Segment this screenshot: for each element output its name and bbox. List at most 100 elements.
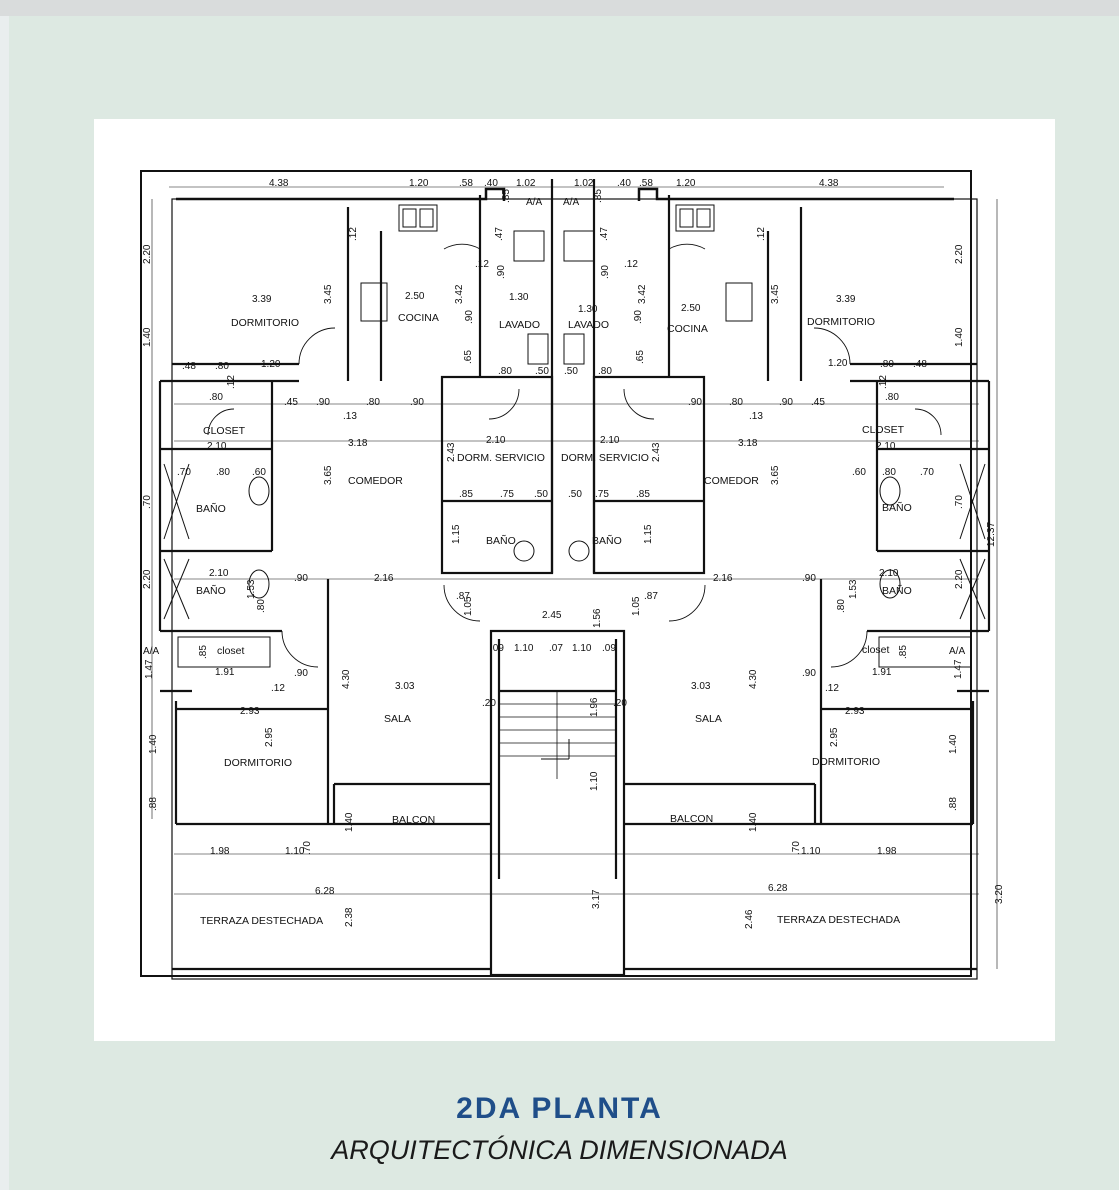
dim-label: .90 <box>633 310 644 324</box>
room-labels: DORMITORIO DORMITORIO COCINA COCINA LAVA… <box>143 197 965 927</box>
dim-label: 2.20 <box>954 244 965 264</box>
dim-label: 3.42 <box>454 284 465 304</box>
dim-label: .12 <box>878 375 889 389</box>
dim-label: .90 <box>496 265 507 279</box>
dim-label: 3.39 <box>252 294 272 305</box>
room-label-lavado-left: LAVADO <box>499 319 540 331</box>
fixtures <box>163 204 986 760</box>
dim-label: 1.40 <box>748 812 759 832</box>
dim-label: 1.20 <box>409 178 429 189</box>
aa-label-2: A/A <box>563 197 579 208</box>
dim-label: 1.05 <box>463 596 474 616</box>
room-label-bano-right-lower: BAÑO <box>882 584 912 597</box>
dim-label: 3.65 <box>323 465 334 485</box>
dim-label: .70 <box>791 841 802 855</box>
dim-label: 2.38 <box>344 907 355 927</box>
dim-label: .12 <box>271 683 285 694</box>
dim-label: .45 <box>284 397 298 408</box>
dim-label: 2.20 <box>954 569 965 589</box>
aa-label-1: A/A <box>526 197 542 208</box>
dim-label: .60 <box>852 467 866 478</box>
dim-label: 2.50 <box>681 303 701 314</box>
dim-label: 2.45 <box>542 610 562 621</box>
stair-treads <box>499 691 616 779</box>
dim-label: .80 <box>598 366 612 377</box>
dim-label: 1.40 <box>948 734 959 754</box>
dimension-lines <box>151 186 998 969</box>
room-label-bano-left-lower: BAÑO <box>196 584 226 597</box>
dim-label: 3.03 <box>395 681 415 692</box>
dim-label: .12 <box>624 259 638 270</box>
dim-label: .47 <box>599 227 610 241</box>
dim-label: .80 <box>209 392 223 403</box>
dim-label: .65 <box>635 350 646 364</box>
dim-label: .58 <box>459 178 473 189</box>
dim-label: 1.10 <box>589 771 600 791</box>
dim-label: .12 <box>348 227 359 241</box>
dim-label: 1.56 <box>592 608 603 628</box>
dim-label: .85 <box>459 489 473 500</box>
dim-label: .75 <box>595 489 609 500</box>
dim-label: 3.20 <box>994 884 1005 904</box>
dim-label: 2.20 <box>142 569 153 589</box>
dim-label: .70 <box>954 495 965 509</box>
dim-label: .65 <box>463 350 474 364</box>
room-label-dormitorio-se: DORMITORIO <box>812 756 880 768</box>
room-label-balcon-left: BALCON <box>392 814 435 826</box>
dim-label: 1.10 <box>572 643 592 654</box>
dim-label: .87 <box>644 591 658 602</box>
floor-plan-card: DORMITORIO DORMITORIO COCINA COCINA LAVA… <box>94 119 1055 1041</box>
dim-label: 1.53 <box>848 579 859 599</box>
dim-label: 3.17 <box>591 889 602 909</box>
dim-label: .90 <box>600 265 611 279</box>
dim-label: .80 <box>880 359 894 370</box>
dim-label: .80 <box>729 397 743 408</box>
dim-label: 2.46 <box>744 909 755 929</box>
window-top-strip <box>0 0 1119 16</box>
dim-label: 1.96 <box>589 697 600 717</box>
dim-label: 1.20 <box>828 358 848 369</box>
dim-label: .88 <box>148 797 159 811</box>
room-label-closet-lower-right: closet <box>862 644 890 656</box>
dim-label: 6.28 <box>315 886 335 897</box>
dim-label: 1.05 <box>631 596 642 616</box>
dim-label: 1.40 <box>344 812 355 832</box>
dim-label: 3.45 <box>323 284 334 304</box>
dim-label: 1.53 <box>246 579 257 599</box>
room-label-sala-right: SALA <box>695 713 722 725</box>
dim-label: .70 <box>142 495 153 509</box>
dim-label: .80 <box>836 599 847 613</box>
dim-label: 6.28 <box>768 883 788 894</box>
dim-label: .90 <box>802 668 816 679</box>
dim-label: 1.47 <box>953 659 964 679</box>
dim-label: .70 <box>302 841 313 855</box>
dim-label: .85 <box>501 189 512 203</box>
room-label-dorm-servicio-left: DORM. SERVICIO <box>457 452 545 464</box>
dim-label: .50 <box>564 366 578 377</box>
dim-label: .60 <box>252 467 266 478</box>
plan-subtitle: ARQUITECTÓNICA DIMENSIONADA <box>331 1135 788 1165</box>
room-label-dormitorio-ne: DORMITORIO <box>807 316 875 328</box>
dim-label: 4.30 <box>748 669 759 689</box>
dim-label: .80 <box>215 361 229 372</box>
dim-label: .09 <box>490 643 504 654</box>
dim-label: 3.65 <box>770 465 781 485</box>
room-label-lavado-right: LAVADO <box>568 319 609 331</box>
dim-label: 2.10 <box>600 435 620 446</box>
dim-label: 2.43 <box>446 442 457 462</box>
dim-label: .90 <box>802 573 816 584</box>
dim-label: 2.16 <box>713 573 733 584</box>
dim-label: .87 <box>456 591 470 602</box>
dim-label: .90 <box>779 397 793 408</box>
room-label-bano-left-upper: BAÑO <box>196 502 226 515</box>
dim-label: .80 <box>885 392 899 403</box>
plan-title: 2DA PLANTA <box>456 1092 663 1125</box>
dim-label: .20 <box>482 698 496 709</box>
dim-label: 1.02 <box>516 178 536 189</box>
dim-label: 1.98 <box>877 846 897 857</box>
dimension-annotations: 4.38 1.20 .58 .40 1.02 1.02 .40 .58 1.20… <box>142 178 1005 929</box>
dim-label: .70 <box>177 467 191 478</box>
room-label-terraza-left: TERRAZA DESTECHADA <box>200 915 323 927</box>
dim-label: .85 <box>898 645 909 659</box>
room-label-balcon-right: BALCON <box>670 813 713 825</box>
